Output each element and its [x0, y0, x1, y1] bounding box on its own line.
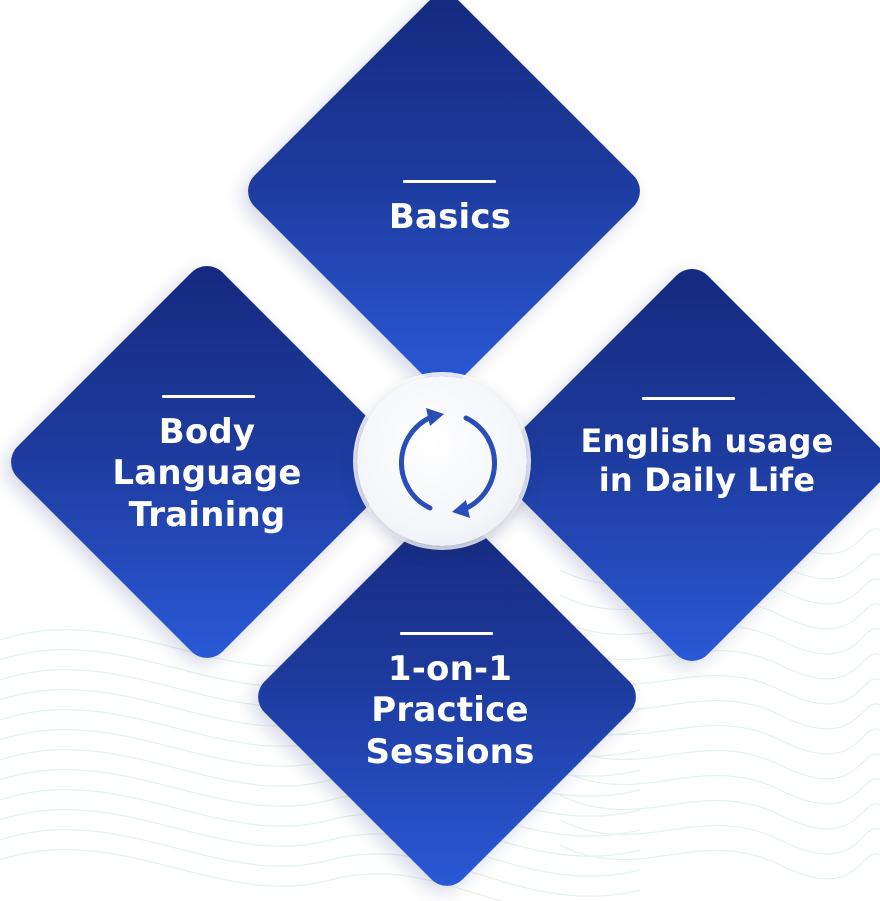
left-divider: [162, 395, 255, 398]
step-label-left-line: Language: [112, 453, 302, 494]
cycle-arrows-icon: [399, 408, 497, 518]
step-label-top: Basics: [330, 197, 570, 238]
step-label-bottom: 1-on-1 Practice Sessions: [320, 649, 580, 773]
right-divider: [642, 397, 735, 400]
top-divider: [403, 180, 496, 183]
step-label-right-line: in Daily Life: [598, 461, 816, 500]
step-label-left-line: Body: [158, 412, 256, 452]
step-label-bottom-line: Practice: [371, 690, 529, 731]
center-hub: [357, 376, 527, 546]
step-label-right-line: English usage: [580, 422, 834, 460]
step-label-right: English usage in Daily Life: [548, 422, 866, 500]
step-label-top-text: Basics: [388, 197, 512, 237]
step-label-left-line: Training: [128, 494, 286, 535]
step-label-bottom-line: 1-on-1: [387, 649, 513, 689]
bottom-divider: [400, 632, 493, 635]
step-label-bottom-line: Sessions: [365, 731, 535, 772]
step-label-left: Body Language Training: [82, 412, 332, 536]
